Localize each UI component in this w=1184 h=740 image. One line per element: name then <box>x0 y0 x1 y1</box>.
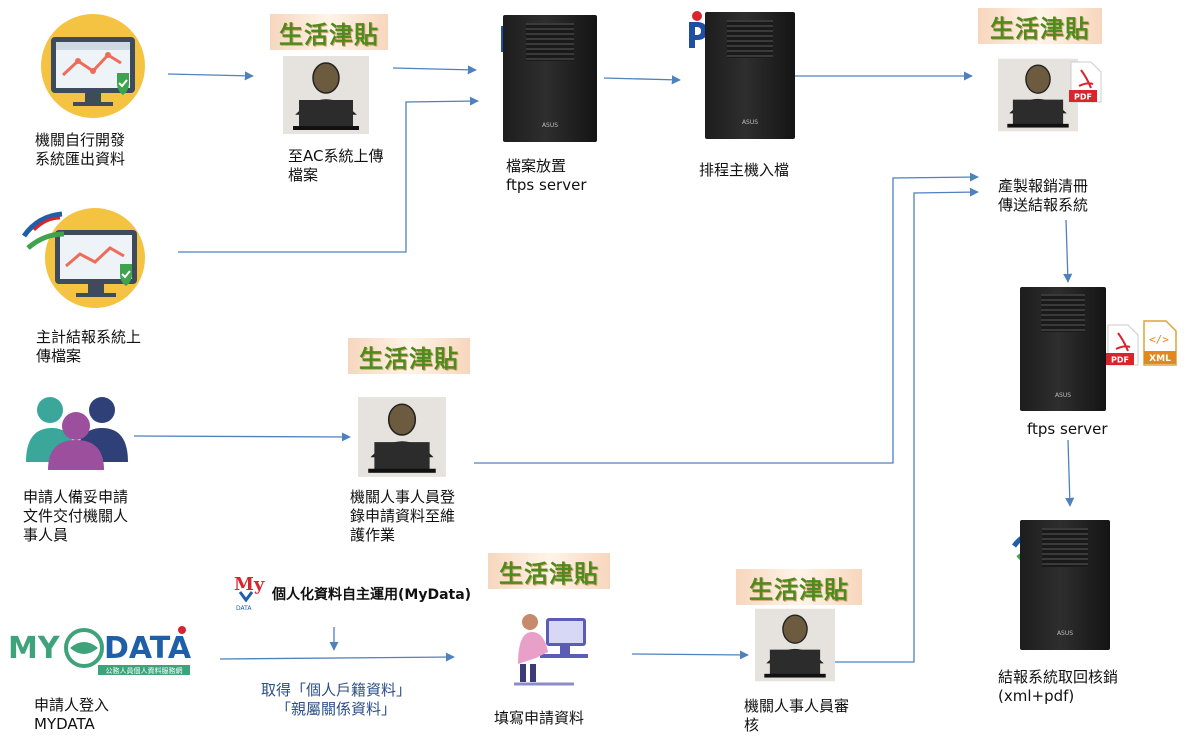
arrow-applicant-to-hr <box>133 432 351 442</box>
mydata-logo-right: DATA <box>104 631 192 666</box>
label-hr-register: 機關人事人員登 錄申請資料至維 護作業 <box>350 488 456 544</box>
banner-text: 生活津貼 <box>990 13 1090 43</box>
banner-text: 生活津貼 <box>749 574 849 604</box>
schedule-host-tower: ASUS <box>705 12 795 139</box>
pdf-text: PDF <box>1074 93 1092 102</box>
arrow-hr-to-produce <box>474 172 979 464</box>
label-mydata-obtain: 取得「個人戶籍資料」 「親屬關係資料」 <box>260 681 411 718</box>
subsidy-banner: 生活津貼 <box>270 14 388 50</box>
arrow-review-to-produce <box>830 187 979 663</box>
people-group-icon <box>22 390 130 470</box>
subsidy-banner: 生活津貼 <box>488 553 610 589</box>
mydata-small-top: My <box>234 574 265 595</box>
mydata-small-bottom: DATA <box>236 605 252 612</box>
person-laptop-icon <box>998 58 1078 132</box>
xml-file-icon: </> XML <box>1143 320 1177 366</box>
banner-text: 生活津貼 <box>359 343 459 373</box>
accounting-monitor-icon <box>21 208 145 308</box>
pdf-file-icon: PDF <box>1069 61 1102 103</box>
pa-logo-icon <box>689 11 707 48</box>
arrow-export-to-ac <box>167 71 254 81</box>
arrow-fill-to-review <box>631 650 749 660</box>
arrow-ftps-to-retrieve <box>1065 439 1075 507</box>
subsidy-banner: 生活津貼 <box>736 569 862 605</box>
mydata-logo: MY DATA 公務人員個人資料服務網 <box>6 620 194 680</box>
label-retrieve: 結報系統取回核銷 (xml+pdf) <box>998 668 1119 705</box>
pdf-text: PDF <box>1111 356 1129 365</box>
label-agency-export: 機關自行開發 系統匯出資料 <box>35 131 126 168</box>
person-laptop-icon <box>283 56 369 134</box>
banner-text: 生活津貼 <box>279 19 379 49</box>
arrow-produce-to-ftps <box>1063 219 1073 283</box>
label-schedule-host: 排程主機入檔 <box>699 161 790 179</box>
mydata-small-logo: My DATA <box>234 574 265 612</box>
xml-text: XML <box>1149 354 1171 364</box>
label-ac-upload: 至AC系統上傳 檔案 <box>288 147 384 184</box>
accounting-server-tower: ASUS <box>1020 520 1110 650</box>
arrow-accounting-to-ftps <box>178 96 479 253</box>
label-accounting-upload: 主計結報系統上 傳檔案 <box>36 328 142 365</box>
ftps-server-tower-2: ASUS <box>1020 287 1106 411</box>
mydata-logo-sub: 公務人員個人資料服務網 <box>106 666 183 675</box>
arrow-ftps-to-schedule <box>603 75 681 85</box>
person-laptop-icon <box>755 608 835 682</box>
monitor-chart-icon <box>41 14 145 118</box>
pdf-file-icon: PDF <box>1106 324 1139 366</box>
mydata-title: 個人化資料自主運用(MyData) <box>272 587 472 603</box>
subsidy-banner: 生活津貼 <box>348 338 470 374</box>
person-computer-icon <box>514 614 588 686</box>
arrow-ac-to-ftps <box>392 65 477 75</box>
xml-symbol: </> <box>1149 333 1169 346</box>
label-fill-form: 填寫申請資料 <box>494 709 585 727</box>
person-laptop-icon <box>358 397 446 477</box>
label-applicant-login: 申請人登入 MYDATA <box>34 696 110 733</box>
label-applicant-docs: 申請人備妥申請 文件交付機關人 事人員 <box>23 488 129 544</box>
label-file-ftps: 檔案放置 ftps server <box>506 157 587 194</box>
banner-text: 生活津貼 <box>499 558 599 588</box>
subsidy-banner: 生活津貼 <box>978 8 1102 44</box>
arrow-login-to-fill <box>219 652 455 662</box>
mydata-logo-left: MY <box>8 631 61 666</box>
label-produce-list: 產製報銷清冊 傳送結報系統 <box>998 177 1089 214</box>
ftps-server-tower: ASUS <box>503 15 597 142</box>
label-hr-review: 機關人事人員審 核 <box>744 697 850 734</box>
label-ftps-server: ftps server <box>1027 420 1108 438</box>
